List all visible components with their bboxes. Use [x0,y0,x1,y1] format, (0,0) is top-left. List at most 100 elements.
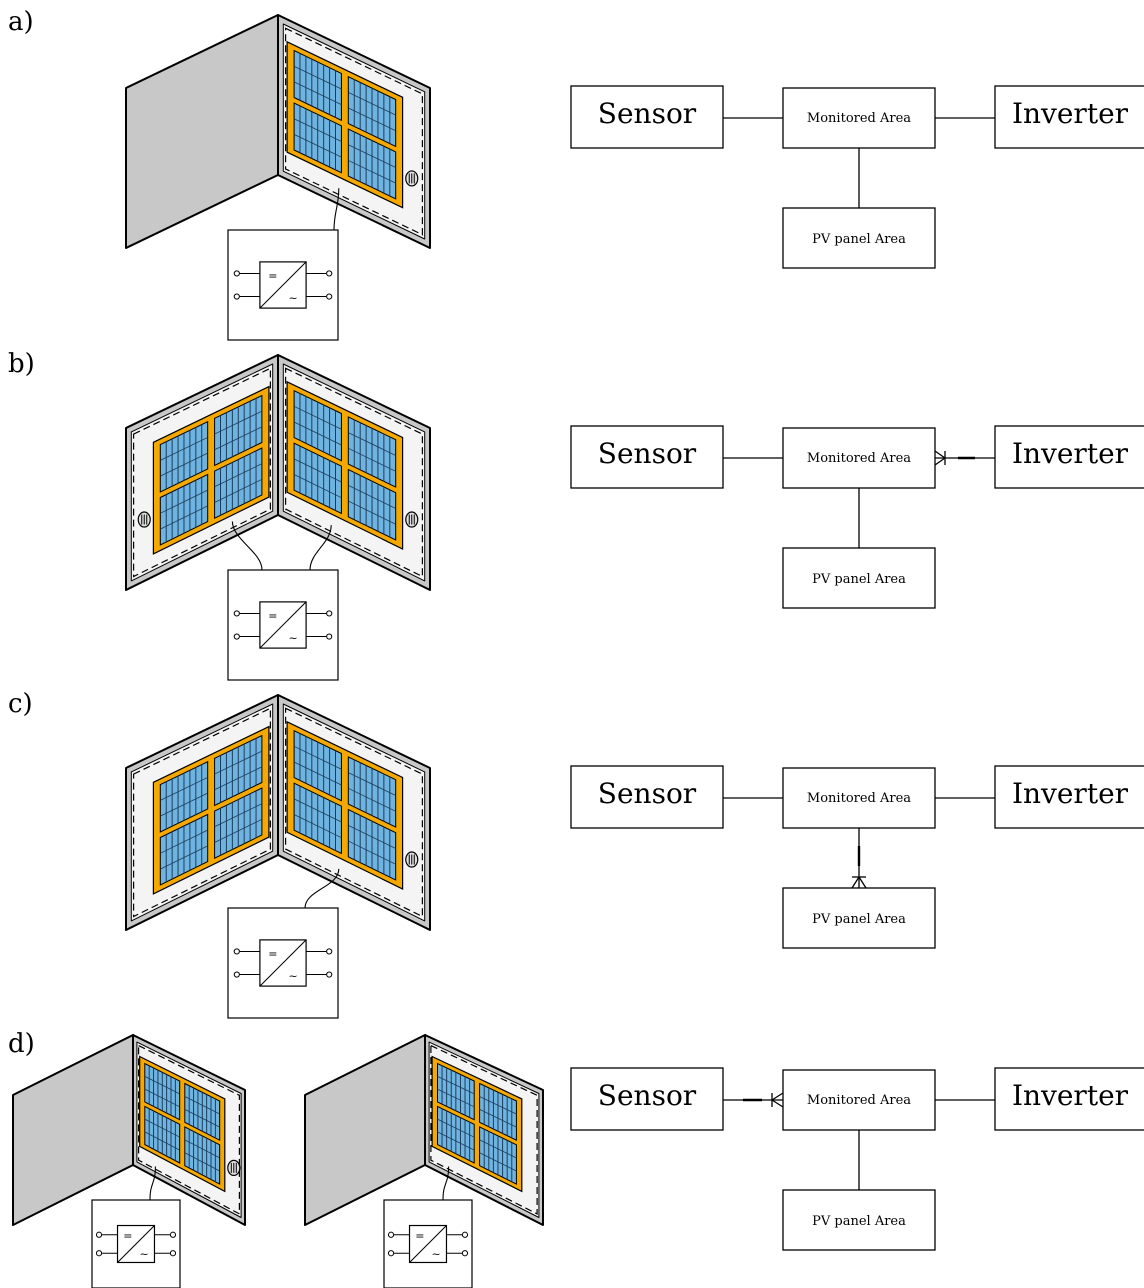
inverter-label-c: Inverter [1012,777,1129,810]
pv-cell-line [184,1139,220,1159]
sensor-box-b [570,425,724,489]
many-to-one-marker-c [851,846,867,889]
pv-cell-line [293,65,342,90]
terminal [326,270,333,277]
terminal [233,610,240,617]
terminal [169,1250,177,1257]
pv-cell-line [293,133,342,158]
sensor-label-a: Sensor [598,97,697,130]
pv-installation-illustration-b: =~ [125,354,431,681]
plain-wall [12,1034,134,1226]
monitored-area-label-a: Monitored Area [807,111,911,126]
pv-cell-line [214,410,263,435]
pv-cell-line [437,1088,475,1108]
pv-cell-line [293,745,342,770]
monitored-area-box-d [782,1069,936,1131]
sensor-box-a [570,85,724,149]
pv-cell-line [214,750,263,775]
pv-cell-line [293,458,342,483]
inverter-box-d [994,1067,1144,1131]
terminal [169,1231,177,1238]
pv-cell-line [184,1109,220,1128]
pv-cell-line [437,1131,475,1151]
irradiance-sensor-icon [137,511,151,528]
pv-cell-line [348,432,396,456]
pv-cell-line [184,1152,220,1172]
dc-ac-inverter-icon: =~ [383,1199,473,1288]
inverter-box-a [994,85,1144,149]
pv-cell-line [160,452,208,477]
inverter-label-a: Inverter [1012,97,1129,130]
dc-symbol: = [415,1230,424,1243]
pv-cell-line [144,1088,180,1108]
pv-cell-line [437,1075,475,1095]
terminal [233,633,240,640]
pv-cell-line [348,107,396,132]
terminal [326,610,333,617]
terminal [461,1231,469,1238]
monitored-area-box-b [782,427,936,489]
pv-panel-area-label-b: PV panel Area [812,572,906,587]
irradiance-sensor-icon [405,511,419,528]
pv-cell-line [160,505,208,530]
pv-cell-line [214,803,263,828]
pv-cell-line [479,1109,517,1128]
pv-cell-line [160,792,208,817]
ac-symbol: ~ [432,1247,441,1260]
ac-symbol: ~ [140,1247,149,1260]
pv-installation-illustration-c: =~ [125,694,431,1019]
pv-panel-area-box-a [782,207,936,269]
sensor-box-c [570,765,724,829]
pv-cell-line [214,426,263,451]
sensor-label-d: Sensor [598,1079,697,1112]
pv-cell-line [348,840,396,865]
inverter-box-c [994,765,1144,829]
ac-symbol: ~ [289,970,298,983]
terminal [233,948,240,955]
terminal [233,270,240,277]
panel-label-c: c) [8,689,33,719]
pv-cell-line [160,489,208,514]
pv-cell-line [348,447,396,472]
plain-wall [125,14,279,249]
pv-panel-area-box-c [782,887,936,949]
pv-cell-line [214,818,263,843]
pv-panel-area-box-d [782,1189,936,1251]
pv-installation-illustration-a: =~ [125,14,431,341]
pv-cell-line [479,1152,517,1172]
monitored-area-label-c: Monitored Area [807,791,911,806]
sensor-label-b: Sensor [598,437,697,470]
pv-cell-line [479,1139,517,1159]
pv-cell-line [293,118,342,142]
dc-ac-inverter-icon: =~ [227,229,339,341]
block-diagram-d: Sensor Monitored Area Inverter PV panel … [570,1067,1144,1251]
pv-cell-line [214,766,263,791]
pv-cell-line [184,1096,220,1115]
wall-dashed-boundary [285,367,423,578]
irradiance-sensor-icon [405,170,419,187]
terminal [233,293,240,300]
pv-cell-line [479,1096,517,1115]
dc-ac-inverter-icon: =~ [227,907,339,1019]
pv-cell-line [348,500,396,525]
terminal [326,971,333,978]
dc-symbol: = [268,947,277,960]
pv-cell-line [293,761,342,786]
inverter-label-d: Inverter [1012,1079,1129,1112]
pv-cell-line [160,845,208,870]
pv-cell-line [293,421,342,446]
terminal [326,948,333,955]
plain-wall [304,1034,426,1226]
monitored-area-box-c [782,767,936,829]
pv-panel-area-box-b [782,547,936,609]
pv-panel-area-label-d: PV panel Area [812,1214,906,1229]
pv-panel-area-label-c: PV panel Area [812,912,906,927]
sensor-box-d [570,1067,724,1131]
pv-panel-area-label-a: PV panel Area [812,232,906,247]
pv-cell-line [293,474,342,499]
wall-dashed-boundary [133,367,271,578]
terminal [326,293,333,300]
irradiance-sensor-icon [405,851,419,868]
panel-label-b: b) [8,349,35,379]
